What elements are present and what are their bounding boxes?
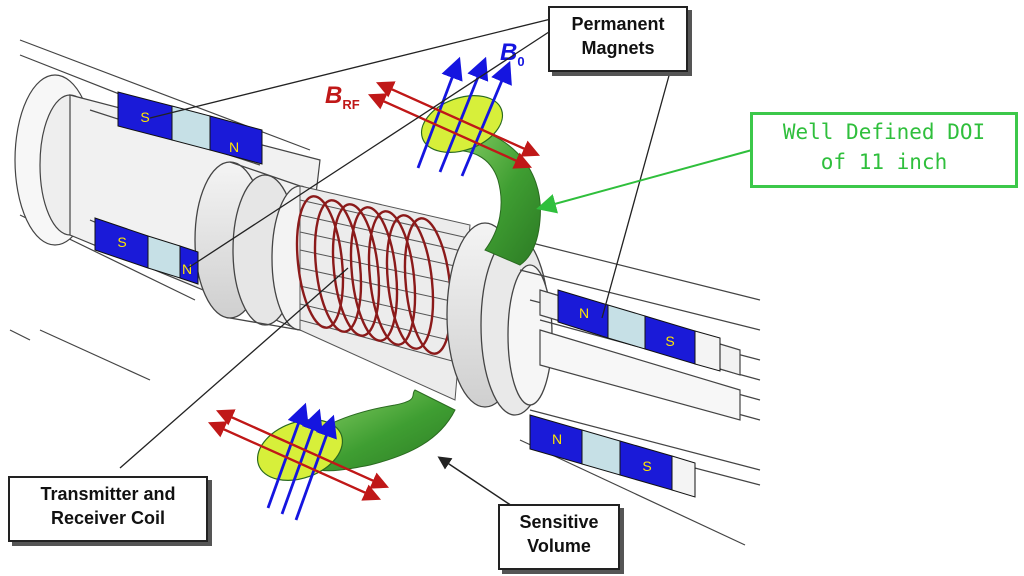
pole-lower-right-2: S <box>642 458 651 474</box>
doi-line1: Well Defined DOI <box>782 120 986 144</box>
sensitive-ellipse-top <box>420 95 504 153</box>
b0-main: B <box>500 39 517 66</box>
pole-upper-right-2: S <box>665 333 674 349</box>
transmitter-line2: Receiver Coil <box>50 508 166 528</box>
permanent-magnets-line2: Magnets <box>581 38 655 58</box>
brf-sub: RF <box>342 97 359 112</box>
b0-sub: 0 <box>517 54 524 69</box>
callout-sensitive-volume: Sensitive Volume <box>498 504 620 570</box>
sensitive-volume-line2: Volume <box>527 536 591 556</box>
doi-line2: of 11 inch <box>820 150 948 174</box>
pole-upper-left-1: S <box>140 109 149 125</box>
pole-upper-right-1: N <box>579 305 589 321</box>
brf-label: BRF <box>325 82 360 112</box>
magnet-upper-right: N S <box>557 289 721 372</box>
permanent-magnets-line1: Permanent <box>571 14 665 34</box>
b0-arrows-top <box>416 56 512 177</box>
sensitive-volume-line1: Sensitive <box>519 512 599 532</box>
callout-transmitter-receiver-coil: Transmitter and Receiver Coil <box>8 476 208 542</box>
transmitter-line1: Transmitter and <box>40 484 176 504</box>
pole-lower-left-1: S <box>117 234 126 250</box>
pole-lower-left-2: N <box>182 261 192 277</box>
brf-main: B <box>325 82 342 109</box>
pole-lower-right-1: N <box>552 431 562 447</box>
rf-coil-windings <box>295 195 453 355</box>
brf-arrows-bottom <box>207 409 390 501</box>
brf-arrows-top <box>367 81 541 169</box>
callout-permanent-magnets: Permanent Magnets <box>548 6 688 72</box>
leader-lines <box>119 17 671 469</box>
antenna-cylinder <box>299 185 471 401</box>
magnet-lower-left: S N <box>94 217 199 285</box>
tool-housing-right <box>519 239 761 546</box>
b0-label: B0 <box>500 39 525 69</box>
callout-well-defined-doi: Well Defined DOI of 11 inch <box>750 112 1018 188</box>
pole-upper-left-2: N <box>229 139 239 155</box>
doi-pointer <box>536 149 753 214</box>
right-collar <box>446 222 553 416</box>
magnet-upper-left: S N <box>117 91 263 165</box>
sensitive-volume-pointer <box>437 456 516 509</box>
magnet-lower-right: N S <box>529 414 696 498</box>
